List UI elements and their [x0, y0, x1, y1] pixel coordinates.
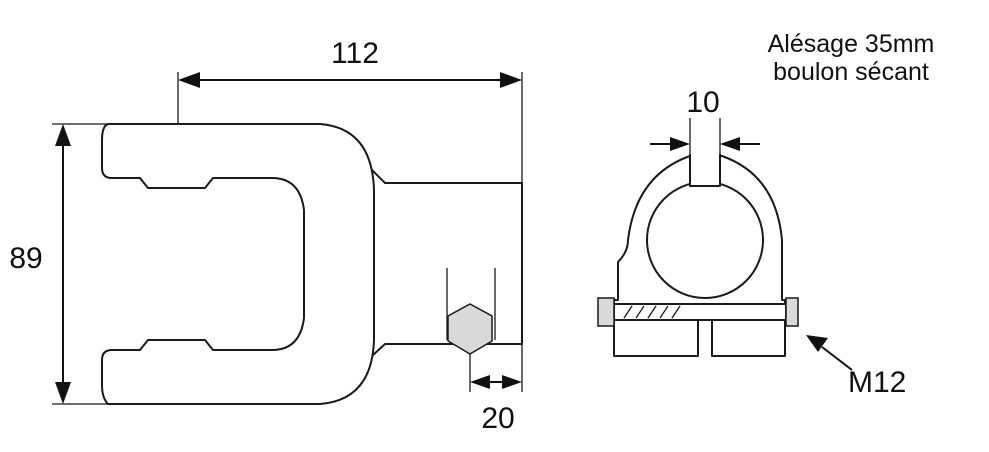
bore-note: Alésage 35mm boulon sécant — [768, 30, 935, 86]
bore — [646, 181, 764, 299]
dimension-bolt-offset-label: 20 — [481, 402, 514, 435]
thread-hatch — [623, 305, 681, 319]
yoke-side-view — [101, 123, 523, 405]
bolt-size-label: M12 — [848, 366, 906, 399]
bolt-callout: M12 — [806, 335, 906, 399]
dimension-slot-width-label: 10 — [686, 86, 719, 119]
yoke-fork — [101, 123, 375, 405]
bore-note-line1: Alésage 35mm — [768, 30, 935, 58]
clamp-bolt-head — [597, 297, 615, 327]
bore-note-line2: boulon sécant — [773, 58, 929, 86]
slot — [689, 154, 721, 187]
clamp-bolt-nut — [785, 297, 799, 327]
dimension-length-label: 112 — [331, 37, 379, 70]
dimension-height: 89 — [9, 123, 108, 405]
dimension-height-label: 89 — [9, 242, 42, 275]
dimension-slot-width: 10 — [650, 86, 760, 156]
yoke-end-view — [597, 154, 799, 357]
dimension-length: 112 — [177, 37, 523, 183]
dimension-bolt-offset: 20 — [469, 344, 523, 435]
